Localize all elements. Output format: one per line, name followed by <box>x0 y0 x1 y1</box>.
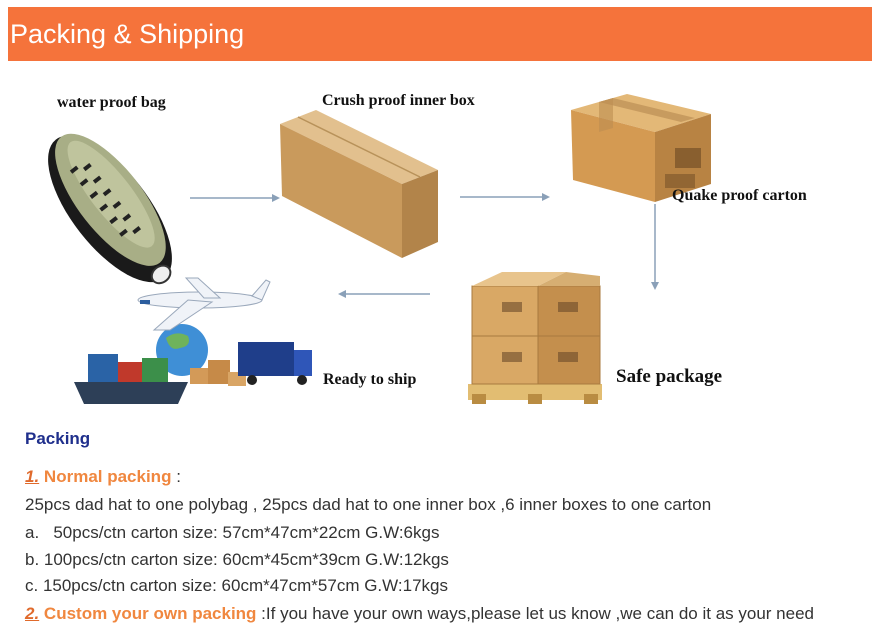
normal-packing-colon: : <box>171 467 181 486</box>
water-proof-bag-image <box>48 133 172 285</box>
page-title: Packing & Shipping <box>10 19 245 49</box>
quake-proof-carton-image <box>571 94 711 202</box>
normal-packing-title-line: 1. Normal packing : <box>25 467 181 487</box>
packing-heading: Packing <box>25 429 91 448</box>
water-proof-bag-label: water proof bag <box>57 94 166 111</box>
shipping-flow-diagram: water proof bag Crush proof inner box <box>0 62 887 422</box>
custom-packing-title: Custom your own packing <box>43 604 257 623</box>
arrow-right-2 <box>460 193 550 201</box>
custom-packing-colon: : <box>256 604 266 623</box>
arrow-left <box>338 290 430 298</box>
carton-option-c: c. 150pcs/ctn carton size: 60cm*47cm*57c… <box>25 576 448 595</box>
custom-packing-line: 2. Custom your own packing :If you have … <box>25 604 814 624</box>
ready-to-ship-image <box>74 277 312 404</box>
normal-packing-description: 25pcs dad hat to one polybag , 25pcs dad… <box>25 495 712 514</box>
quake-proof-carton-label: Quake proof carton <box>672 187 807 204</box>
custom-packing-description: If you have your own ways,please let us … <box>265 604 814 623</box>
item-1-number: 1. <box>25 467 40 486</box>
normal-packing-title: Normal packing <box>43 467 172 486</box>
header-banner: Packing & Shipping <box>8 7 872 61</box>
arrow-down <box>651 204 659 290</box>
inner-box-image <box>280 110 438 258</box>
safe-package-image <box>468 272 602 404</box>
item-2-number: 2. <box>25 604 40 623</box>
safe-package-label: Safe package <box>616 366 723 387</box>
ready-to-ship-label: Ready to ship <box>323 371 417 388</box>
arrow-right-1 <box>190 194 280 202</box>
carton-option-b: b. 100pcs/ctn carton size: 60cm*45cm*39c… <box>25 550 449 569</box>
crush-proof-inner-box-label: Crush proof inner box <box>322 92 475 109</box>
carton-option-a: a. 50pcs/ctn carton size: 57cm*47cm*22cm… <box>25 523 440 542</box>
packing-details: Packing 1. Normal packing : 25pcs dad ha… <box>0 420 887 625</box>
